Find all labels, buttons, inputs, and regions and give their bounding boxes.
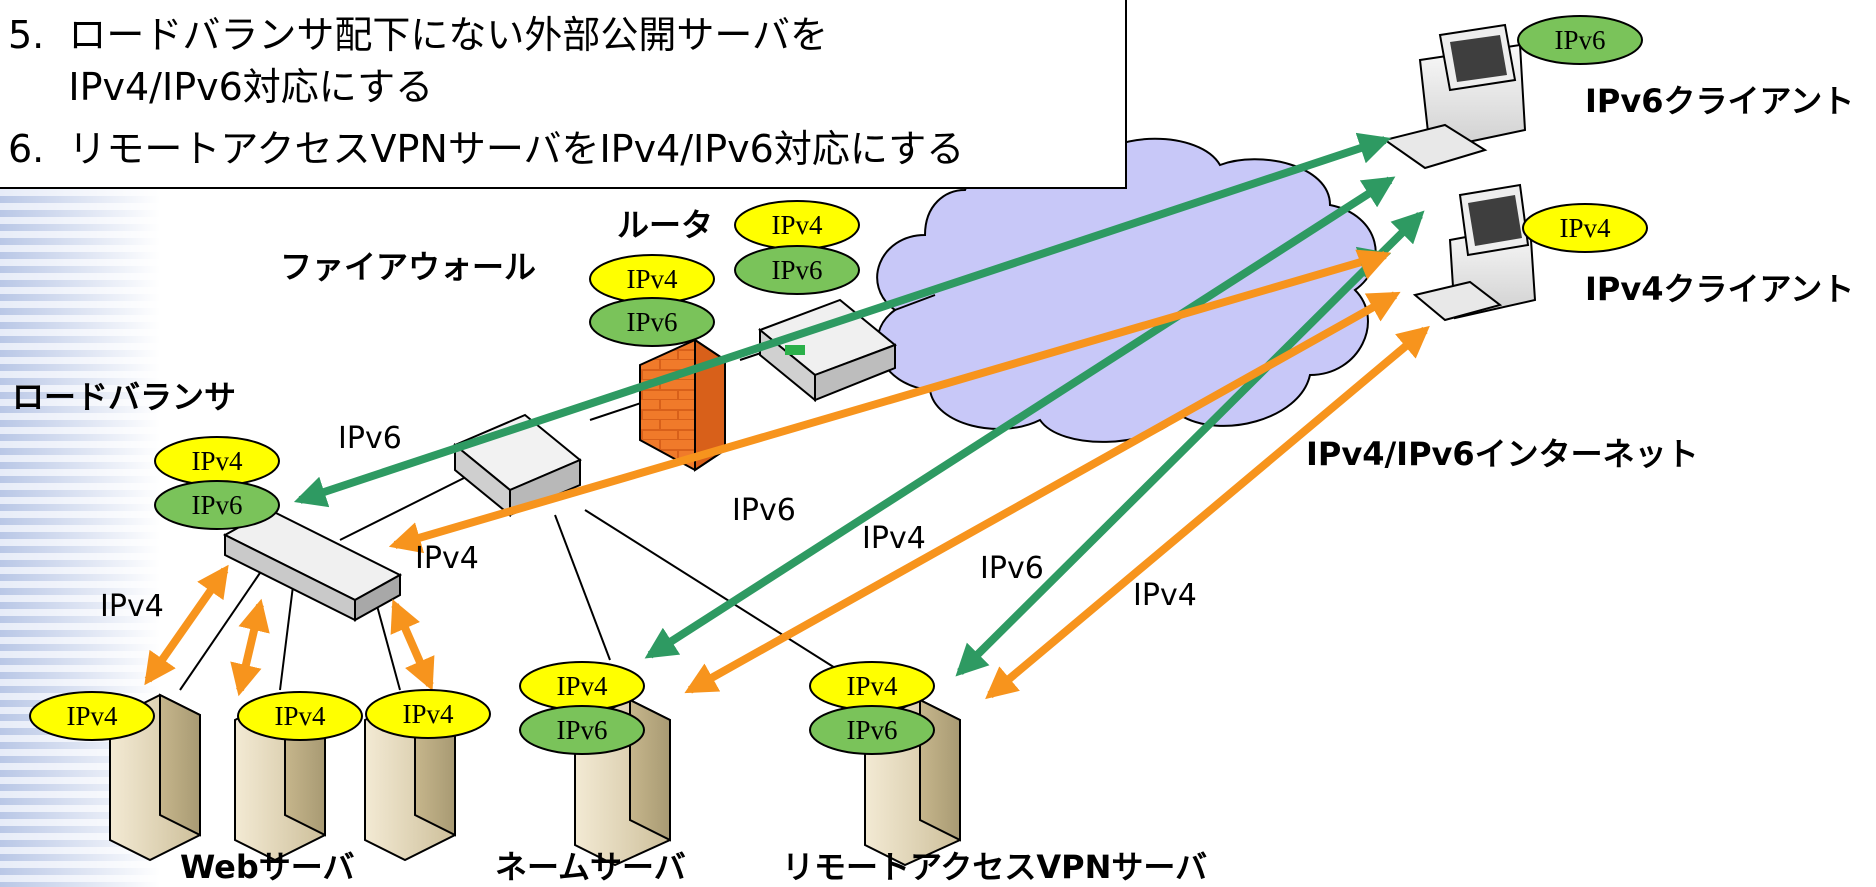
label-vpn-server: リモートアクセスVPNサーバ — [782, 848, 1207, 886]
badge-vpn-v4: IPv4 — [809, 661, 935, 711]
label-firewall: ファイアウォール — [280, 248, 536, 286]
ipv6-client-pc — [1382, 23, 1527, 170]
ipv4-arrow-vpn — [985, 325, 1430, 700]
svg-text:IPv4: IPv4 — [1559, 213, 1611, 243]
ipv4-arrow-web3 — [390, 599, 435, 691]
label-ipv4-client: IPv4クライアント — [1585, 270, 1854, 308]
svg-text:IPv6: IPv6 — [846, 715, 897, 745]
note-box: 5. ロードバランサ配下にない外部公開サーバを IPv4/IPv6対応にする 6… — [0, 0, 1127, 189]
badge-ipv4-client: IPv4 — [1522, 203, 1648, 253]
link-label-ns-ipv4: IPv4 — [862, 521, 926, 556]
svg-text:IPv4: IPv4 — [771, 210, 823, 240]
label-router: ルータ — [617, 206, 713, 244]
ipv4-arrow-web1 — [144, 564, 229, 686]
svg-text:IPv6: IPv6 — [1554, 25, 1605, 55]
badge-lb-v4: IPv4 — [154, 436, 280, 486]
badge-vpn-v6: IPv6 — [809, 705, 935, 755]
label-load-balancer: ロードバランサ — [12, 378, 236, 416]
ipv4-arrow-web2 — [230, 598, 270, 697]
note-item-5-line-2: IPv4/IPv6対応にする — [8, 65, 433, 109]
link-label-lb-ipv4: IPv4 — [415, 541, 479, 576]
svg-text:IPv4: IPv4 — [846, 671, 898, 701]
note-item-5-line-1: 5. ロードバランサ配下にない外部公開サーバを — [8, 13, 828, 57]
link-label-web-ipv4: IPv4 — [100, 589, 164, 624]
ipv4-arrow-lb-head — [1355, 249, 1391, 280]
link-label-ns-ipv6: IPv6 — [732, 493, 796, 528]
badge-nameserver-v6: IPv6 — [519, 705, 645, 755]
svg-text:IPv6: IPv6 — [771, 255, 822, 285]
badge-lb-v6: IPv6 — [154, 480, 280, 530]
link-label-vpn-ipv4: IPv4 — [1133, 578, 1197, 613]
svg-text:IPv4: IPv4 — [556, 671, 608, 701]
badge-nameserver-v4: IPv4 — [519, 661, 645, 711]
badge-firewall-v6: IPv6 — [589, 297, 715, 347]
svg-text:IPv4: IPv4 — [191, 446, 243, 476]
label-name-server: ネームサーバ — [495, 848, 686, 886]
ipv4-client-pc — [1412, 183, 1537, 322]
badge-firewall-v4: IPv4 — [589, 254, 715, 304]
note-item-6: 6. リモートアクセスVPNサーバをIPv4/IPv6対応にする — [8, 127, 964, 171]
link-label-lb-ipv6: IPv6 — [338, 421, 402, 456]
badge-router-v6: IPv6 — [734, 245, 860, 295]
badge-router-v4: IPv4 — [734, 200, 860, 250]
web-server-1 — [109, 693, 201, 862]
badge-web2-v4: IPv4 — [237, 691, 363, 741]
label-internet: IPv4/IPv6インターネット — [1306, 435, 1699, 473]
badge-web3-v4: IPv4 — [365, 689, 491, 739]
svg-text:IPv4: IPv4 — [626, 264, 678, 294]
label-web-servers: Webサーバ — [180, 848, 354, 886]
svg-text:IPv4: IPv4 — [274, 701, 326, 731]
svg-text:IPv6: IPv6 — [626, 307, 677, 337]
badge-web1-v4: IPv4 — [29, 691, 155, 741]
link-label-vpn-ipv6: IPv6 — [980, 551, 1044, 586]
svg-text:IPv6: IPv6 — [191, 490, 242, 520]
label-ipv6-client: IPv6クライアント — [1585, 82, 1854, 120]
svg-text:IPv4: IPv4 — [402, 699, 454, 729]
svg-text:IPv4: IPv4 — [66, 701, 118, 731]
load-balancer-device — [222, 508, 403, 622]
badge-ipv6-client: IPv6 — [1517, 15, 1643, 65]
router-device — [758, 298, 897, 403]
ipv4-arrows — [144, 246, 1430, 700]
svg-text:IPv6: IPv6 — [556, 715, 607, 745]
